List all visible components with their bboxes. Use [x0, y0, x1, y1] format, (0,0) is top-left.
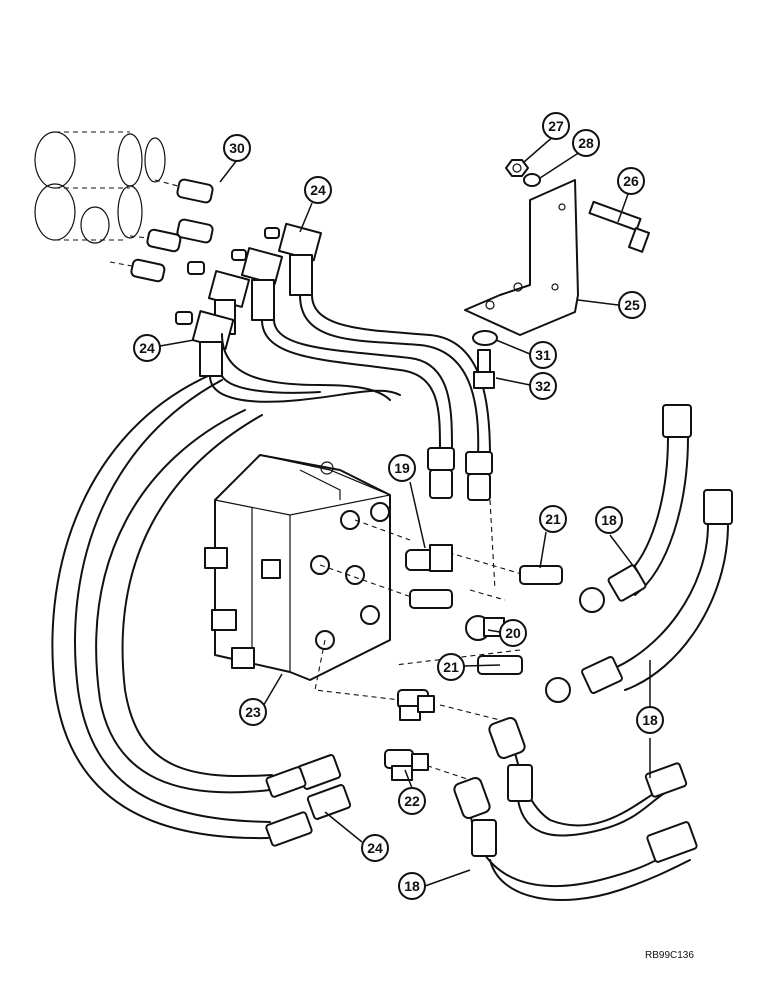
callout-32: 32	[529, 372, 557, 400]
mounting-bracket	[464, 179, 579, 336]
callout-18-upper: 18	[595, 506, 623, 534]
callout-24-left: 24	[133, 334, 161, 362]
callout-22: 22	[398, 787, 426, 815]
callout-26: 26	[617, 167, 645, 195]
callout-23: 23	[239, 698, 267, 726]
callout-28: 28	[572, 129, 600, 157]
svg-text:18: 18	[404, 878, 420, 894]
svg-text:18: 18	[642, 712, 658, 728]
callout-27: 27	[542, 112, 570, 140]
callout-21-upper: 21	[539, 505, 567, 533]
svg-text:23: 23	[245, 704, 261, 720]
callout-21-lower: 21	[437, 653, 465, 681]
upper-hose-ends	[427, 447, 493, 501]
upper-hoses	[51, 294, 491, 840]
callout-24-top: 24	[304, 176, 332, 204]
svg-text:21: 21	[545, 511, 561, 527]
elbow-fittings-top	[175, 222, 323, 377]
bolt-26	[588, 200, 650, 253]
callout-24-bottom: 24	[361, 834, 389, 862]
svg-text:22: 22	[404, 793, 420, 809]
drawing-reference: RB99C136	[645, 950, 694, 961]
svg-text:18: 18	[601, 512, 617, 528]
lock-washer-and-bolt	[472, 330, 498, 389]
svg-text:24: 24	[367, 840, 383, 856]
callout-20: 20	[499, 619, 527, 647]
svg-text:30: 30	[229, 140, 245, 156]
svg-text:26: 26	[623, 173, 639, 189]
callout-leaders	[159, 134, 651, 887]
svg-text:32: 32	[535, 378, 551, 394]
lower-hose-ends	[265, 754, 352, 847]
svg-text:28: 28	[578, 135, 594, 151]
callout-31: 31	[529, 341, 557, 369]
coupler-adapters	[109, 178, 214, 283]
svg-text:20: 20	[505, 625, 521, 641]
callout-19: 19	[388, 454, 416, 482]
callout-25: 25	[618, 291, 646, 319]
callout-18-bottom: 18	[398, 872, 426, 900]
svg-text:24: 24	[139, 340, 155, 356]
nut-and-washer	[505, 159, 541, 187]
callout-30: 30	[223, 134, 251, 162]
svg-text:19: 19	[394, 460, 410, 476]
svg-text:31: 31	[535, 347, 551, 363]
svg-text:21: 21	[443, 659, 459, 675]
coupler-housing	[34, 131, 166, 244]
svg-text:25: 25	[624, 297, 640, 313]
control-valve	[204, 454, 391, 681]
callout-18-right: 18	[636, 706, 664, 734]
right-hoses	[453, 404, 733, 901]
svg-text:24: 24	[310, 182, 326, 198]
svg-text:27: 27	[548, 118, 564, 134]
